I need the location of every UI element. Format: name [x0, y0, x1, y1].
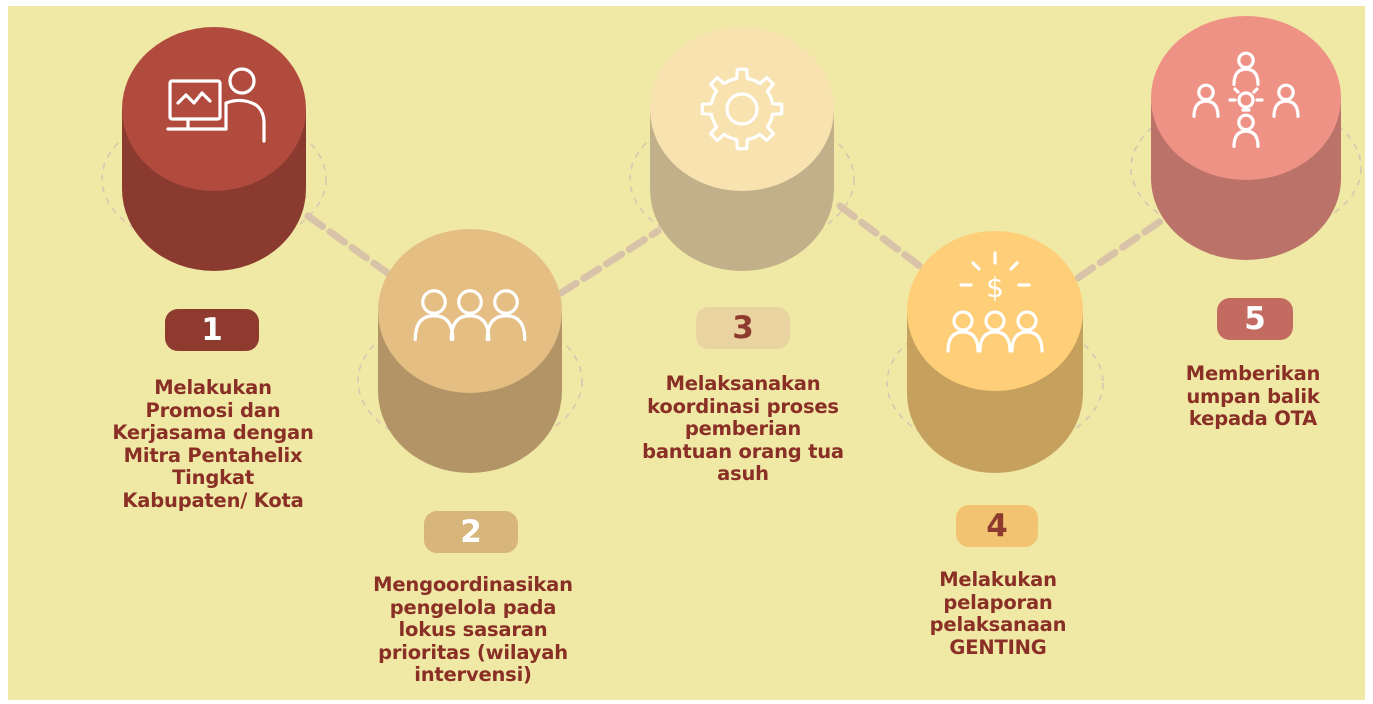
- step-2-cylinder: [378, 229, 562, 473]
- connector-line-4: [1074, 212, 1172, 282]
- step-3-cylinder-top: [650, 27, 834, 191]
- dollar-sign-icon: $: [986, 271, 1004, 304]
- lightbulb-icon: [1237, 91, 1255, 109]
- step-3-cylinder: [650, 27, 834, 271]
- step-3-number-badge: 3: [696, 307, 790, 349]
- step-4-caption: Melakukan pelaporan pelaksanaan GENTING: [888, 568, 1108, 659]
- step-1-caption-line: Kerjasama dengan: [112, 421, 314, 444]
- step-1-number: 1: [201, 312, 223, 348]
- step-4-number-badge: 4: [956, 505, 1038, 547]
- step-3-caption: Melaksanakan koordinasi proses pemberian…: [618, 372, 868, 486]
- step-1-number-badge: 1: [165, 309, 259, 351]
- step-5-caption-line: umpan balik: [1186, 384, 1320, 408]
- step-2-cylinder-top: [378, 229, 562, 393]
- step-1-cylinder: [122, 27, 306, 271]
- step-4-number: 4: [986, 508, 1008, 544]
- gear-icon: [700, 67, 784, 151]
- step-1-cylinder-top: [122, 27, 306, 191]
- step-2-caption-line: lokus sasaran: [398, 618, 548, 641]
- step-5-caption-line: kepada OTA: [1188, 407, 1318, 430]
- connector-line-3: [836, 202, 937, 280]
- step-2-caption-line: prioritas (wilayah: [378, 640, 568, 664]
- money-people-icon: $: [946, 251, 1044, 353]
- group-people-icon: [413, 289, 527, 342]
- step-2-caption-line: Mengoordinasikan: [373, 573, 573, 596]
- step-5-caption-line: Memberikan: [1185, 362, 1321, 385]
- step-3-caption-line: bantuan orang tua: [642, 439, 844, 463]
- step-1-caption-line: Mitra Pentahelix: [123, 443, 303, 467]
- step-1-caption-line: Tingkat: [172, 466, 254, 489]
- step-4-cylinder: $: [907, 231, 1083, 473]
- step-4-caption-line: pelaksanaan: [929, 613, 1067, 636]
- step-3-caption-line: Melaksanakan: [665, 372, 821, 395]
- step-2-number-badge: 2: [424, 511, 518, 553]
- step-2-caption-line: intervensi): [414, 663, 532, 686]
- step-1-caption-line: Melakukan: [154, 376, 272, 399]
- step-4-caption-line: GENTING: [949, 635, 1047, 659]
- connector-line-2: [557, 227, 662, 297]
- step-5-number: 5: [1244, 301, 1266, 337]
- step-1-caption-line: Kabupaten/ Kota: [122, 488, 304, 512]
- step-3-caption-line: pemberian: [684, 417, 802, 440]
- diagram-canvas: $ 1 Melakukan Promosi dan Kerjasama deng…: [8, 6, 1365, 700]
- step-3-number: 3: [732, 310, 754, 346]
- process-diagram: $: [101, 16, 1362, 473]
- step-2-caption: Mengoordinasikan pengelola pada lokus sa…: [343, 573, 603, 687]
- people-idea-icon: [1192, 51, 1300, 148]
- step-5-cylinder: [1151, 16, 1341, 260]
- step-4-dashed-ring: [886, 314, 1104, 452]
- step-5-number-badge: 5: [1217, 298, 1293, 340]
- step-5-caption: Memberikan umpan balik kepada OTA: [1148, 362, 1358, 431]
- step-4-caption-line: Melakukan: [939, 568, 1057, 591]
- connector-line-1: [304, 212, 407, 288]
- step-2-number: 2: [460, 514, 482, 550]
- step-1-caption-line: Promosi dan: [145, 398, 281, 422]
- step-2-caption-line: pengelola pada: [389, 595, 557, 619]
- step-3-caption-line: asuh: [717, 462, 769, 485]
- step-3-caption-line: koordinasi proses: [647, 394, 839, 418]
- step-5-cylinder-top: [1151, 16, 1341, 180]
- step-1-caption: Melakukan Promosi dan Kerjasama dengan M…: [88, 376, 338, 512]
- step-4-caption-line: pelaporan: [943, 590, 1053, 614]
- computer-user-icon: [166, 67, 266, 143]
